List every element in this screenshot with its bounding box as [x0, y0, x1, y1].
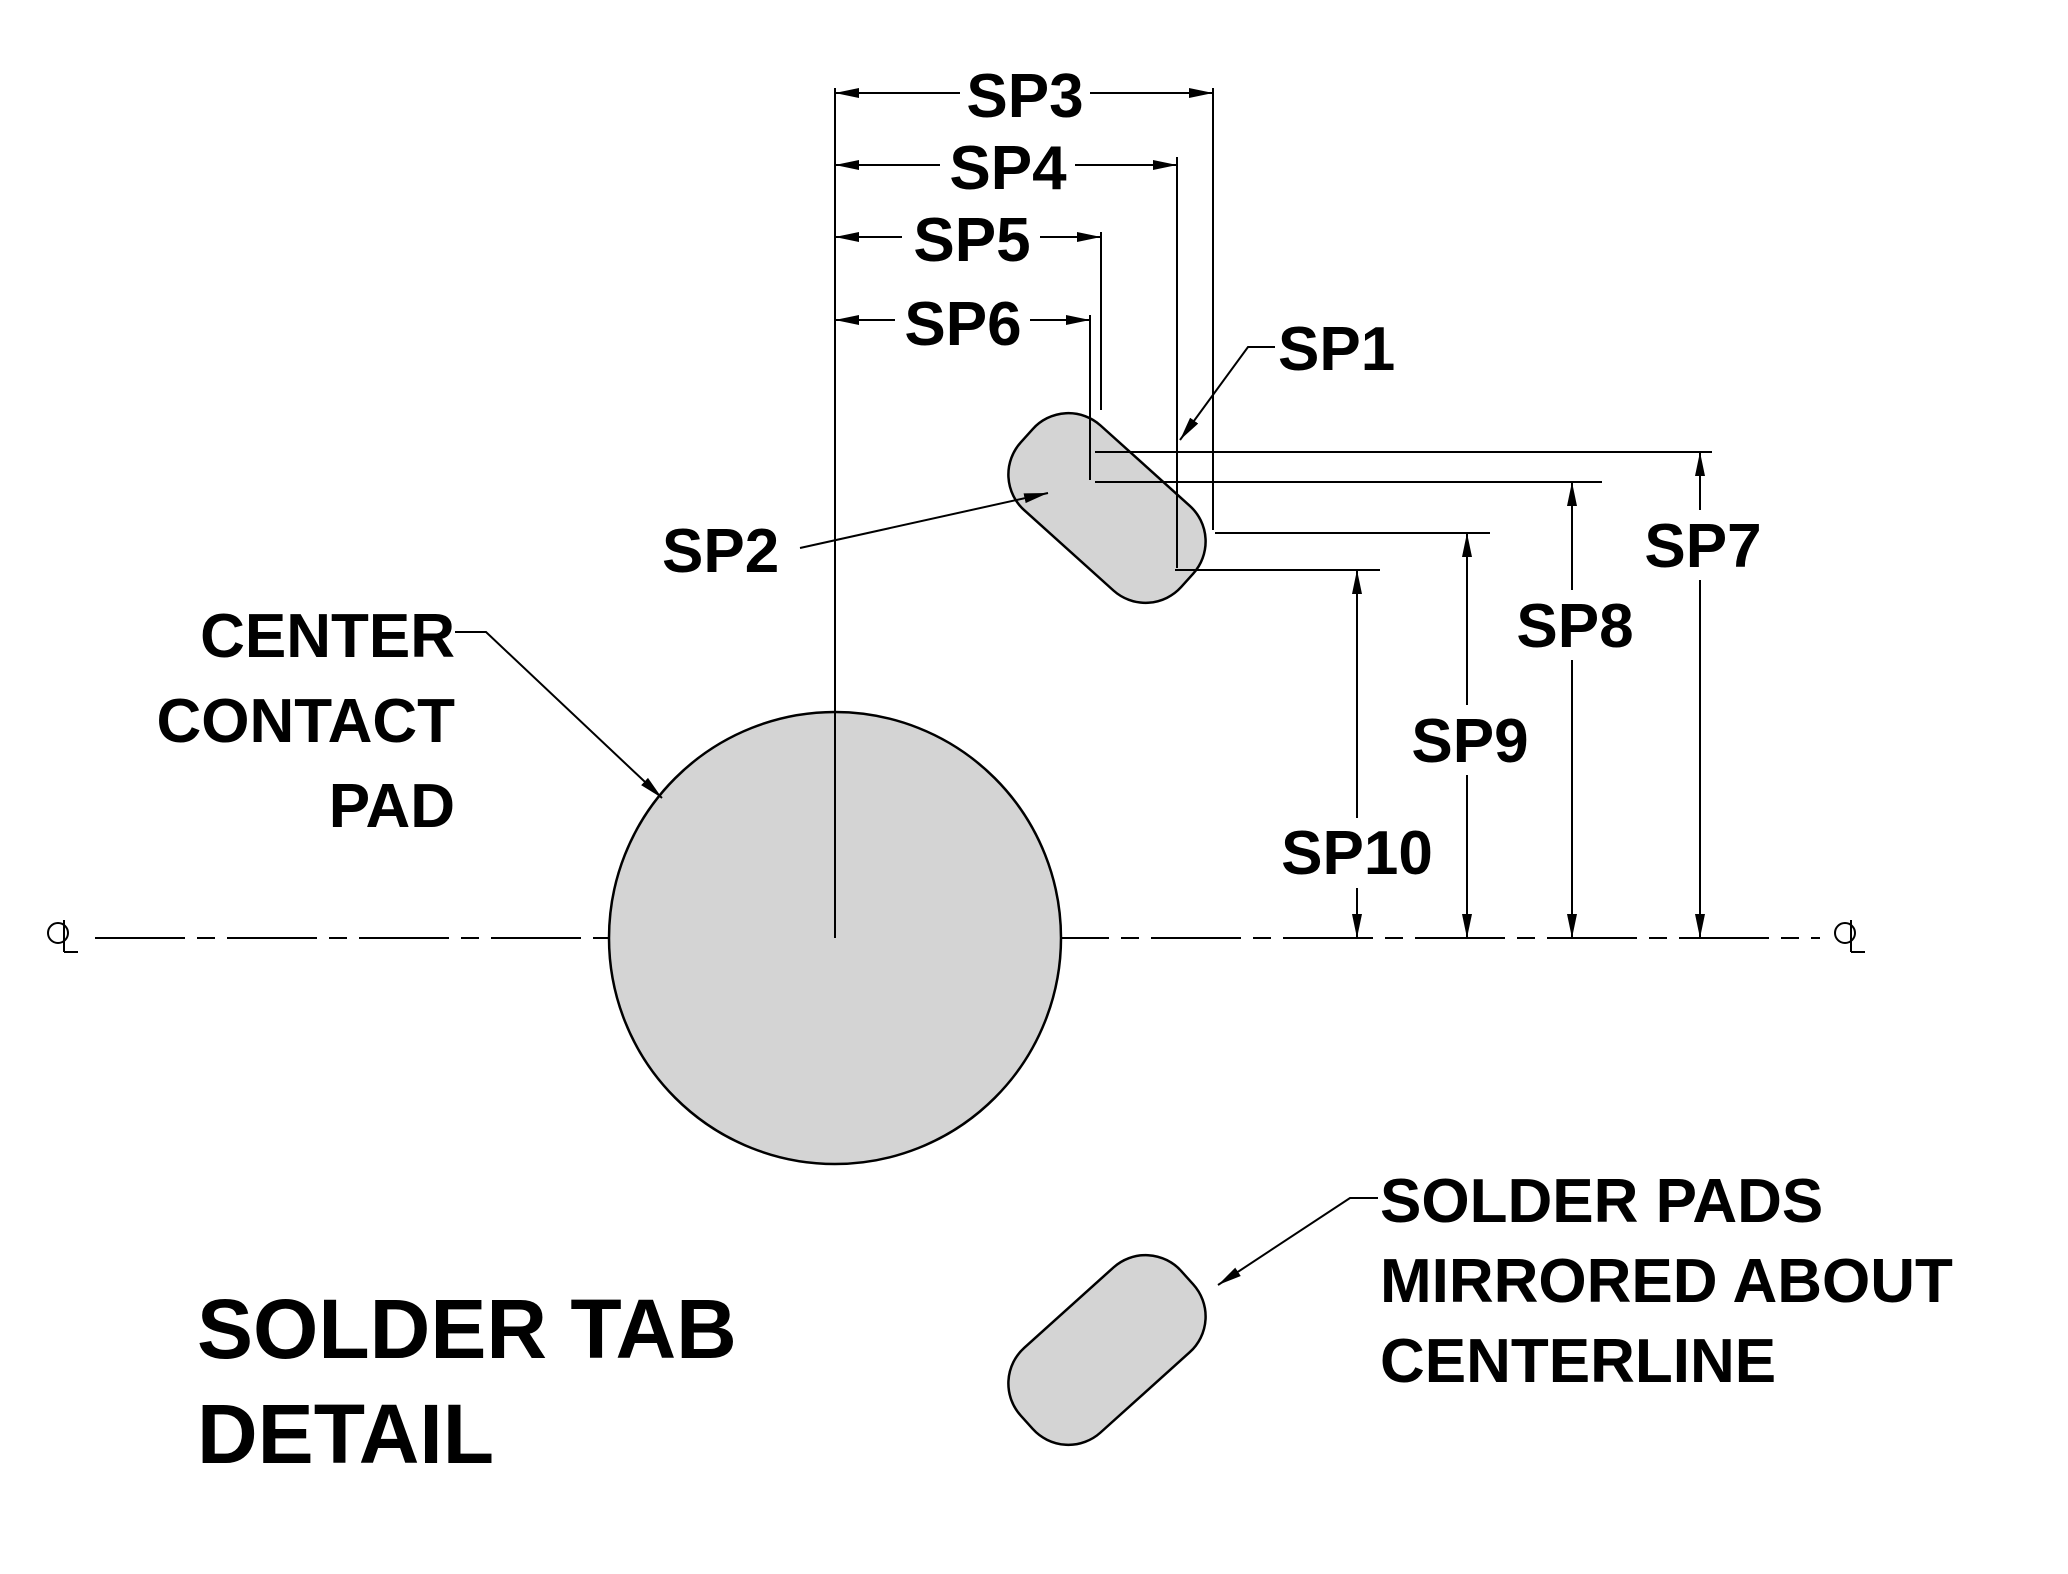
centerline-symbol-left	[47, 920, 78, 953]
mirror-note-line-2: MIRRORED ABOUT	[1380, 1247, 1953, 1316]
dim-label-sp6: SP6	[904, 290, 1021, 359]
dim-label-sp3: SP3	[966, 62, 1083, 131]
drawing-title-line-2: DETAIL	[197, 1387, 494, 1481]
dim-label-sp4: SP4	[949, 134, 1067, 203]
lower-solder-pad	[1007, 1253, 1207, 1447]
dim-label-sp2: SP2	[662, 517, 779, 586]
centerline-symbol-right	[1834, 920, 1865, 953]
center-pad-note-line-3: PAD	[329, 772, 455, 841]
center-pad-leader	[455, 631, 663, 799]
dim-label-sp1: SP1	[1278, 315, 1395, 384]
dim-label-sp10: SP10	[1281, 819, 1433, 888]
sp1-leader	[1179, 346, 1275, 441]
center-pad-note-line-1: CENTER	[200, 602, 455, 671]
drawing-title-line-1: SOLDER TAB	[197, 1282, 737, 1376]
mirror-note-line-1: SOLDER PADS	[1380, 1167, 1823, 1236]
upper-solder-pad	[1007, 411, 1207, 605]
dim-label-sp8: SP8	[1516, 592, 1633, 661]
dim-label-sp7: SP7	[1644, 512, 1761, 581]
center-pad-note-line-2: CONTACT	[157, 687, 456, 756]
sp2-leader	[799, 492, 1049, 549]
mirror-note-leader	[1217, 1197, 1378, 1286]
dim-label-sp5: SP5	[913, 206, 1030, 275]
dim-label-sp9: SP9	[1411, 707, 1528, 776]
mirror-note-line-3: CENTERLINE	[1380, 1327, 1776, 1396]
